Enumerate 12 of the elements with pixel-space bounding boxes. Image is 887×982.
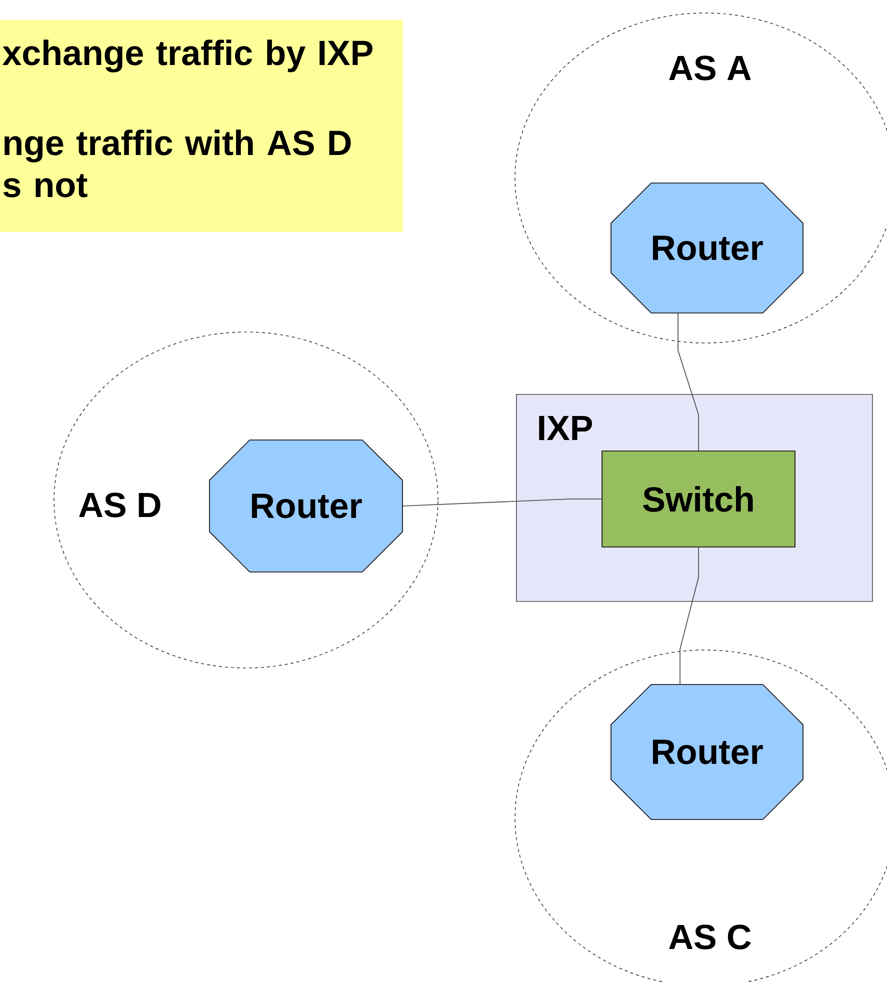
as-label: AS D [79,492,160,518]
router-octagon: Router [209,440,403,572]
router-octagon: Router [610,182,804,314]
ixp-label: IXP [539,416,592,440]
note-box: xchange traffic by IXP nge traffic with AS D s not [0,20,403,232]
as-label: AS A [669,56,751,80]
switch-box: Switch [602,450,796,548]
router-octagon: Router [610,684,804,820]
link-line [680,547,699,684]
as-label: AS C [669,924,751,950]
link-line [402,498,602,506]
link-line [678,313,699,451]
